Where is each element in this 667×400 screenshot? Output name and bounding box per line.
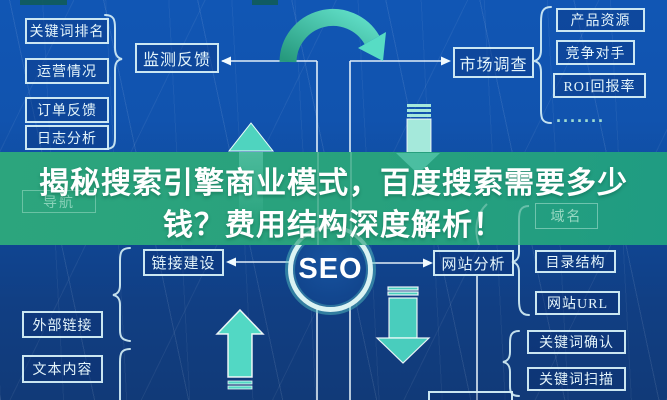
title-banner: 导航 域名 揭秘搜索引擎商业模式，百度搜索需要多少 钱？费用结构深度解析！ [0,152,667,245]
brace-keywords [502,330,520,397]
node-external-links: 外部链接 [22,311,103,338]
node-cropped-bottom [428,391,513,400]
down-arrow-bottom-icon [375,286,431,364]
up-arrow-top-icon [227,122,275,152]
banner-title-line1: 揭秘搜索引擎商业模式，百度搜索需要多少 [39,167,628,200]
node-keyword-scan: 关键词扫描 [527,367,626,391]
ghost-artwork [293,153,530,245]
cycle-arrowhead-icon [358,32,386,61]
brace-links-top [112,247,131,342]
up-arrow-bottom-icon [215,308,265,390]
node-competitors: 竞争对手 [556,40,635,65]
ghost-arc [475,203,488,245]
ghost-up-arrow-tail [239,152,263,222]
down-arrow-top-icon [406,104,432,154]
seo-label: SEO [298,253,363,285]
node-operation-status: 运营情况 [25,58,109,84]
node-monitor-feedback: 监测反馈 [135,43,219,73]
cropped-box-remnant [252,0,278,5]
node-link-building: 链接建设 [143,249,224,276]
node-site-analysis: 网站分析 [433,250,514,276]
ghost-line [317,152,319,245]
node-product-resources: 产品资源 [556,8,645,32]
ghost-node-navigation: 导航 [22,190,96,213]
ghost-seo-circle-arc [293,225,368,245]
node-market-survey: 市场调查 [453,47,534,78]
banner-title-line2: 钱？费用结构深度解析！ [163,209,504,242]
ellipsis-more: ······· [556,111,605,131]
brace-market [533,6,552,124]
node-log-analysis: 日志分析 [25,125,109,150]
ghost-brace [518,205,530,245]
ghost-down-arrowhead [396,153,440,174]
line-arrowheads [221,56,451,268]
ghost-line [350,152,352,245]
ghost-node-domain: 域名 [535,203,598,229]
brace-monitoring [104,14,123,150]
node-site-url: 网站URL [535,291,620,315]
brace-links-bottom [119,348,131,400]
node-text-content: 文本内容 [22,355,103,383]
node-keyword-confirm: 关键词确认 [527,330,626,354]
node-keyword-ranking: 关键词排名 [25,18,109,44]
node-directory-structure: 目录结构 [535,250,616,273]
cropped-box-remnant [20,0,67,5]
node-roi: ROI回报率 [553,73,646,98]
node-order-feedback: 订单反馈 [25,97,109,123]
cycle-arrow-icon [279,8,380,63]
